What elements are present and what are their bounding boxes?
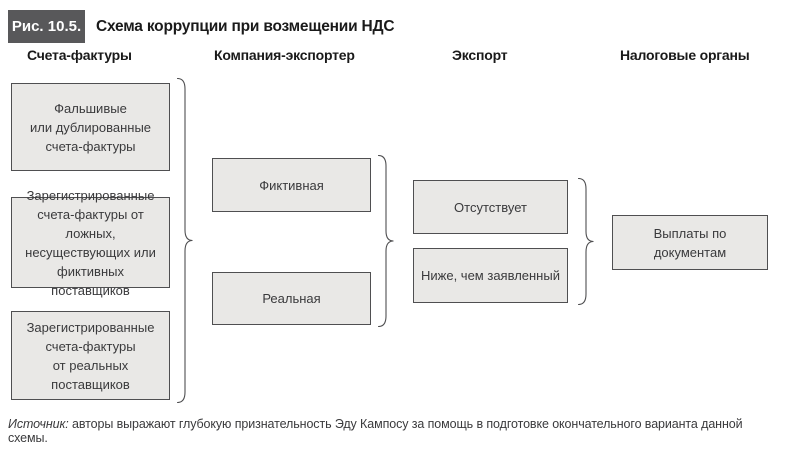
box-export-lower-than-declared: Ниже, чем заявленный xyxy=(413,248,568,303)
column-header-export: Экспорт xyxy=(452,47,508,63)
figure-title: Схема коррупции при возмещении НДС xyxy=(96,17,395,35)
box-payments-by-documents: Выплаты по документам xyxy=(612,215,768,270)
box-registered-real-suppliers: Зарегистрированные счета-фактуры от реал… xyxy=(11,311,170,400)
box-fictitious-company: Фиктивная xyxy=(212,158,371,212)
column-header-exporter: Компания-экспортер xyxy=(214,47,355,63)
box-real-company: Реальная xyxy=(212,272,371,325)
figure-number-badge: Рис. 10.5. xyxy=(8,10,85,43)
brace-invoices-to-exporter-icon xyxy=(177,78,193,403)
source-note: Источник: авторы выражают глубокую призн… xyxy=(8,417,778,445)
column-header-tax-authorities: Налоговые органы xyxy=(620,47,750,63)
column-header-invoices: Счета-фактуры xyxy=(27,47,132,63)
box-fake-or-duplicated-invoices: Фальшивые или дублированные счета-фактур… xyxy=(11,83,170,171)
brace-export-to-tax-icon xyxy=(578,178,594,305)
box-export-absent: Отсутствует xyxy=(413,180,568,234)
source-label: Источник: xyxy=(8,417,69,431)
source-text: авторы выражают глубокую признательность… xyxy=(8,417,743,445)
brace-exporter-to-export-icon xyxy=(378,155,394,327)
box-registered-fictitious-suppliers: Зарегистрированные счета-фактуры от ложн… xyxy=(11,188,170,298)
